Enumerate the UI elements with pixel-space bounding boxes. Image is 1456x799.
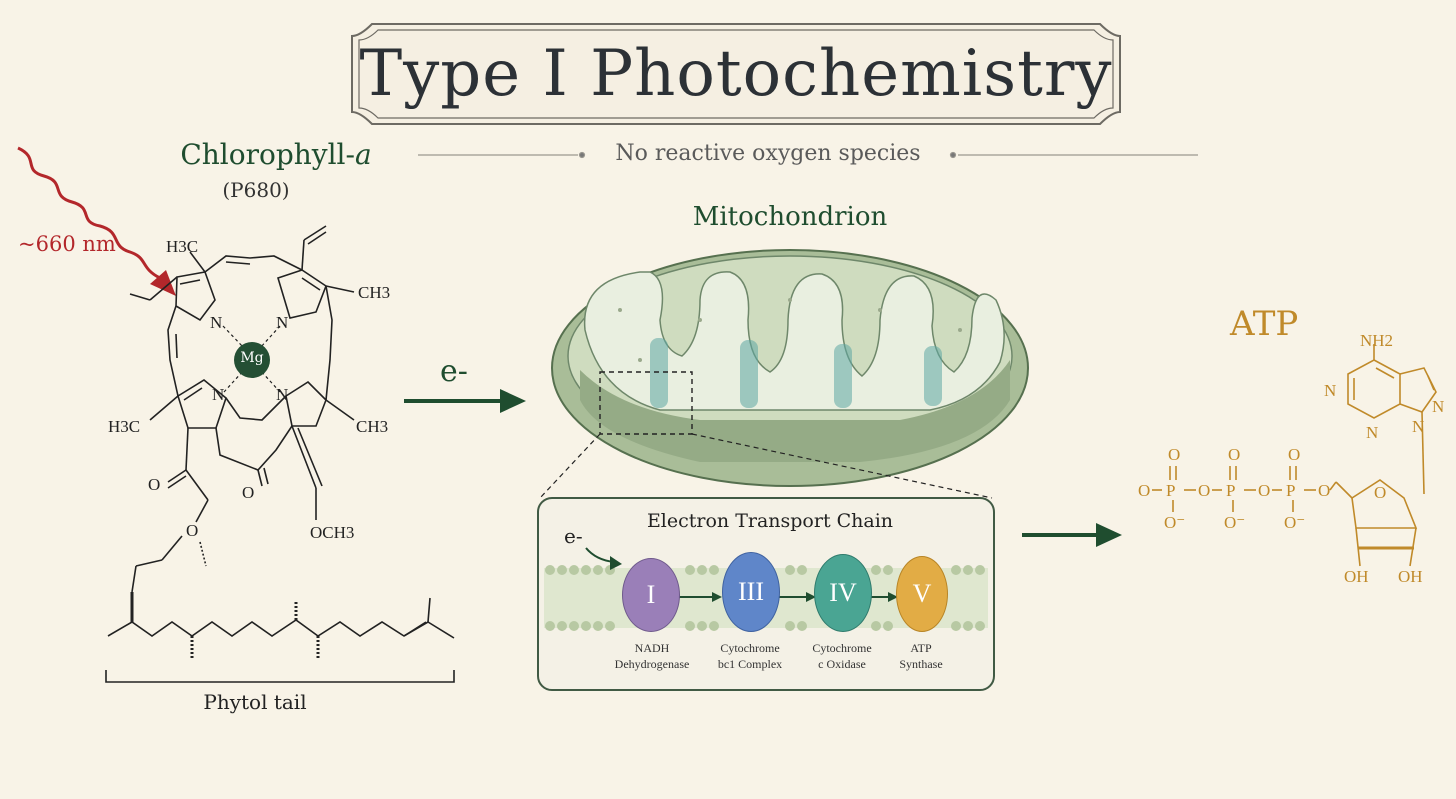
complex-v-name-line2: Synthase [899,657,943,672]
magnesium-label: Mg [240,350,264,366]
atp-title: ATP [1230,304,1299,344]
complex-i-numeral: I [646,580,656,609]
atp-n-4: N [1412,417,1425,436]
complex-i-name: NADH Dehydrogenase [600,640,704,672]
complex-v-name-line1: ATP [910,641,932,655]
atp-o-top-2: O [1228,445,1241,464]
label-n-3: N [212,385,225,404]
complex-iii-name-line2: bc1 Complex [717,657,783,672]
wavelength-label: ~660 nm [18,232,116,256]
complex-v-numeral: V [912,579,932,608]
atp-oh-1: OH [1344,567,1369,586]
complex-i-name-line2: Dehydrogenase [614,657,690,672]
magnesium-atom [234,342,270,378]
label-ring-o: O [242,483,255,502]
atp-ring-o: O [1374,483,1387,502]
subtitle: No reactive oxygen species [615,141,921,166]
atp-o-minus-2: O⁻ [1224,513,1246,532]
arrow-to-mitochondrion [404,389,526,413]
complex-iv-name-line2: c Oxidase [818,657,866,672]
complex-iii: III [722,552,780,632]
complex-v-name: ATP Synthase [876,640,966,672]
atp-oh-2: OH [1398,567,1423,586]
label-n-1: N [210,313,223,332]
chlorophyll-variant: (P680) [222,178,290,202]
atp-o-left: O [1138,481,1151,500]
chlorophyll-name: Chlorophyll- [180,138,355,171]
chlorophyll-structure [105,225,455,683]
label-n-2: N [276,313,289,332]
label-n-4: N [276,385,289,404]
label-ketone-o: O [148,475,161,494]
atp-p-2: P [1226,481,1236,500]
atp-p-3: P [1286,481,1296,500]
complex-iv-name: Cytochrome c Oxidase [792,640,892,672]
complex-iv-numeral: IV [829,578,857,607]
atp-n-1: N [1324,381,1337,400]
label-ch3-right: CH3 [356,417,389,436]
arrow-to-atp [1022,523,1122,547]
complex-iv-name-line1: Cytochrome [812,641,872,655]
atp-n-3: N [1432,397,1445,416]
complex-iii-name-line1: Cytochrome [720,641,780,655]
label-ch3-right-top: CH3 [358,283,391,302]
complex-iv: IV [814,554,872,632]
complex-iii-name: Cytochrome bc1 Complex [700,640,800,672]
atp-o-top-1: O [1168,445,1181,464]
mitochondrion-illustration [539,249,1029,499]
atp-o-minus-1: O⁻ [1164,513,1186,532]
phytol-tail-label: Phytol tail [203,690,307,714]
photon-arrowhead [150,270,176,296]
atp-n-2: N [1366,423,1379,442]
complex-v: V [896,556,948,632]
label-methoxy: OCH3 [310,523,355,542]
chlorophyll-title: Chlorophyll-a [150,138,402,171]
electron-label: e- [440,354,468,389]
atp-structure [1152,344,1437,567]
complex-i-name-line1: NADH [634,641,670,655]
page-title: Type I Photochemistry [359,37,1113,111]
atp-nh2: NH2 [1360,331,1394,350]
atp-o-bridge-2: O [1258,481,1271,500]
subtitle-rule [418,151,1198,159]
atp-o-bridge-1: O [1198,481,1211,500]
etc-electron-label: e- [564,524,583,548]
atp-p-1: P [1166,481,1176,500]
chlorophyll-name-italic: a [354,138,372,171]
complex-i: I [622,558,680,632]
label-h3c-top: H3C [166,237,199,256]
atp-o-bridge-3: O [1318,481,1331,500]
label-ester-o: O [186,521,199,540]
label-h3c-left: H3C [108,417,141,436]
photon-wave [17,146,161,280]
atp-o-top-3: O [1288,445,1301,464]
mitochondrion-label: Mitochondrion [692,202,888,232]
complex-iii-numeral: III [738,577,764,606]
etc-title: Electron Transport Chain [646,510,894,532]
title-frame [351,23,1121,125]
atp-o-minus-3: O⁻ [1284,513,1306,532]
